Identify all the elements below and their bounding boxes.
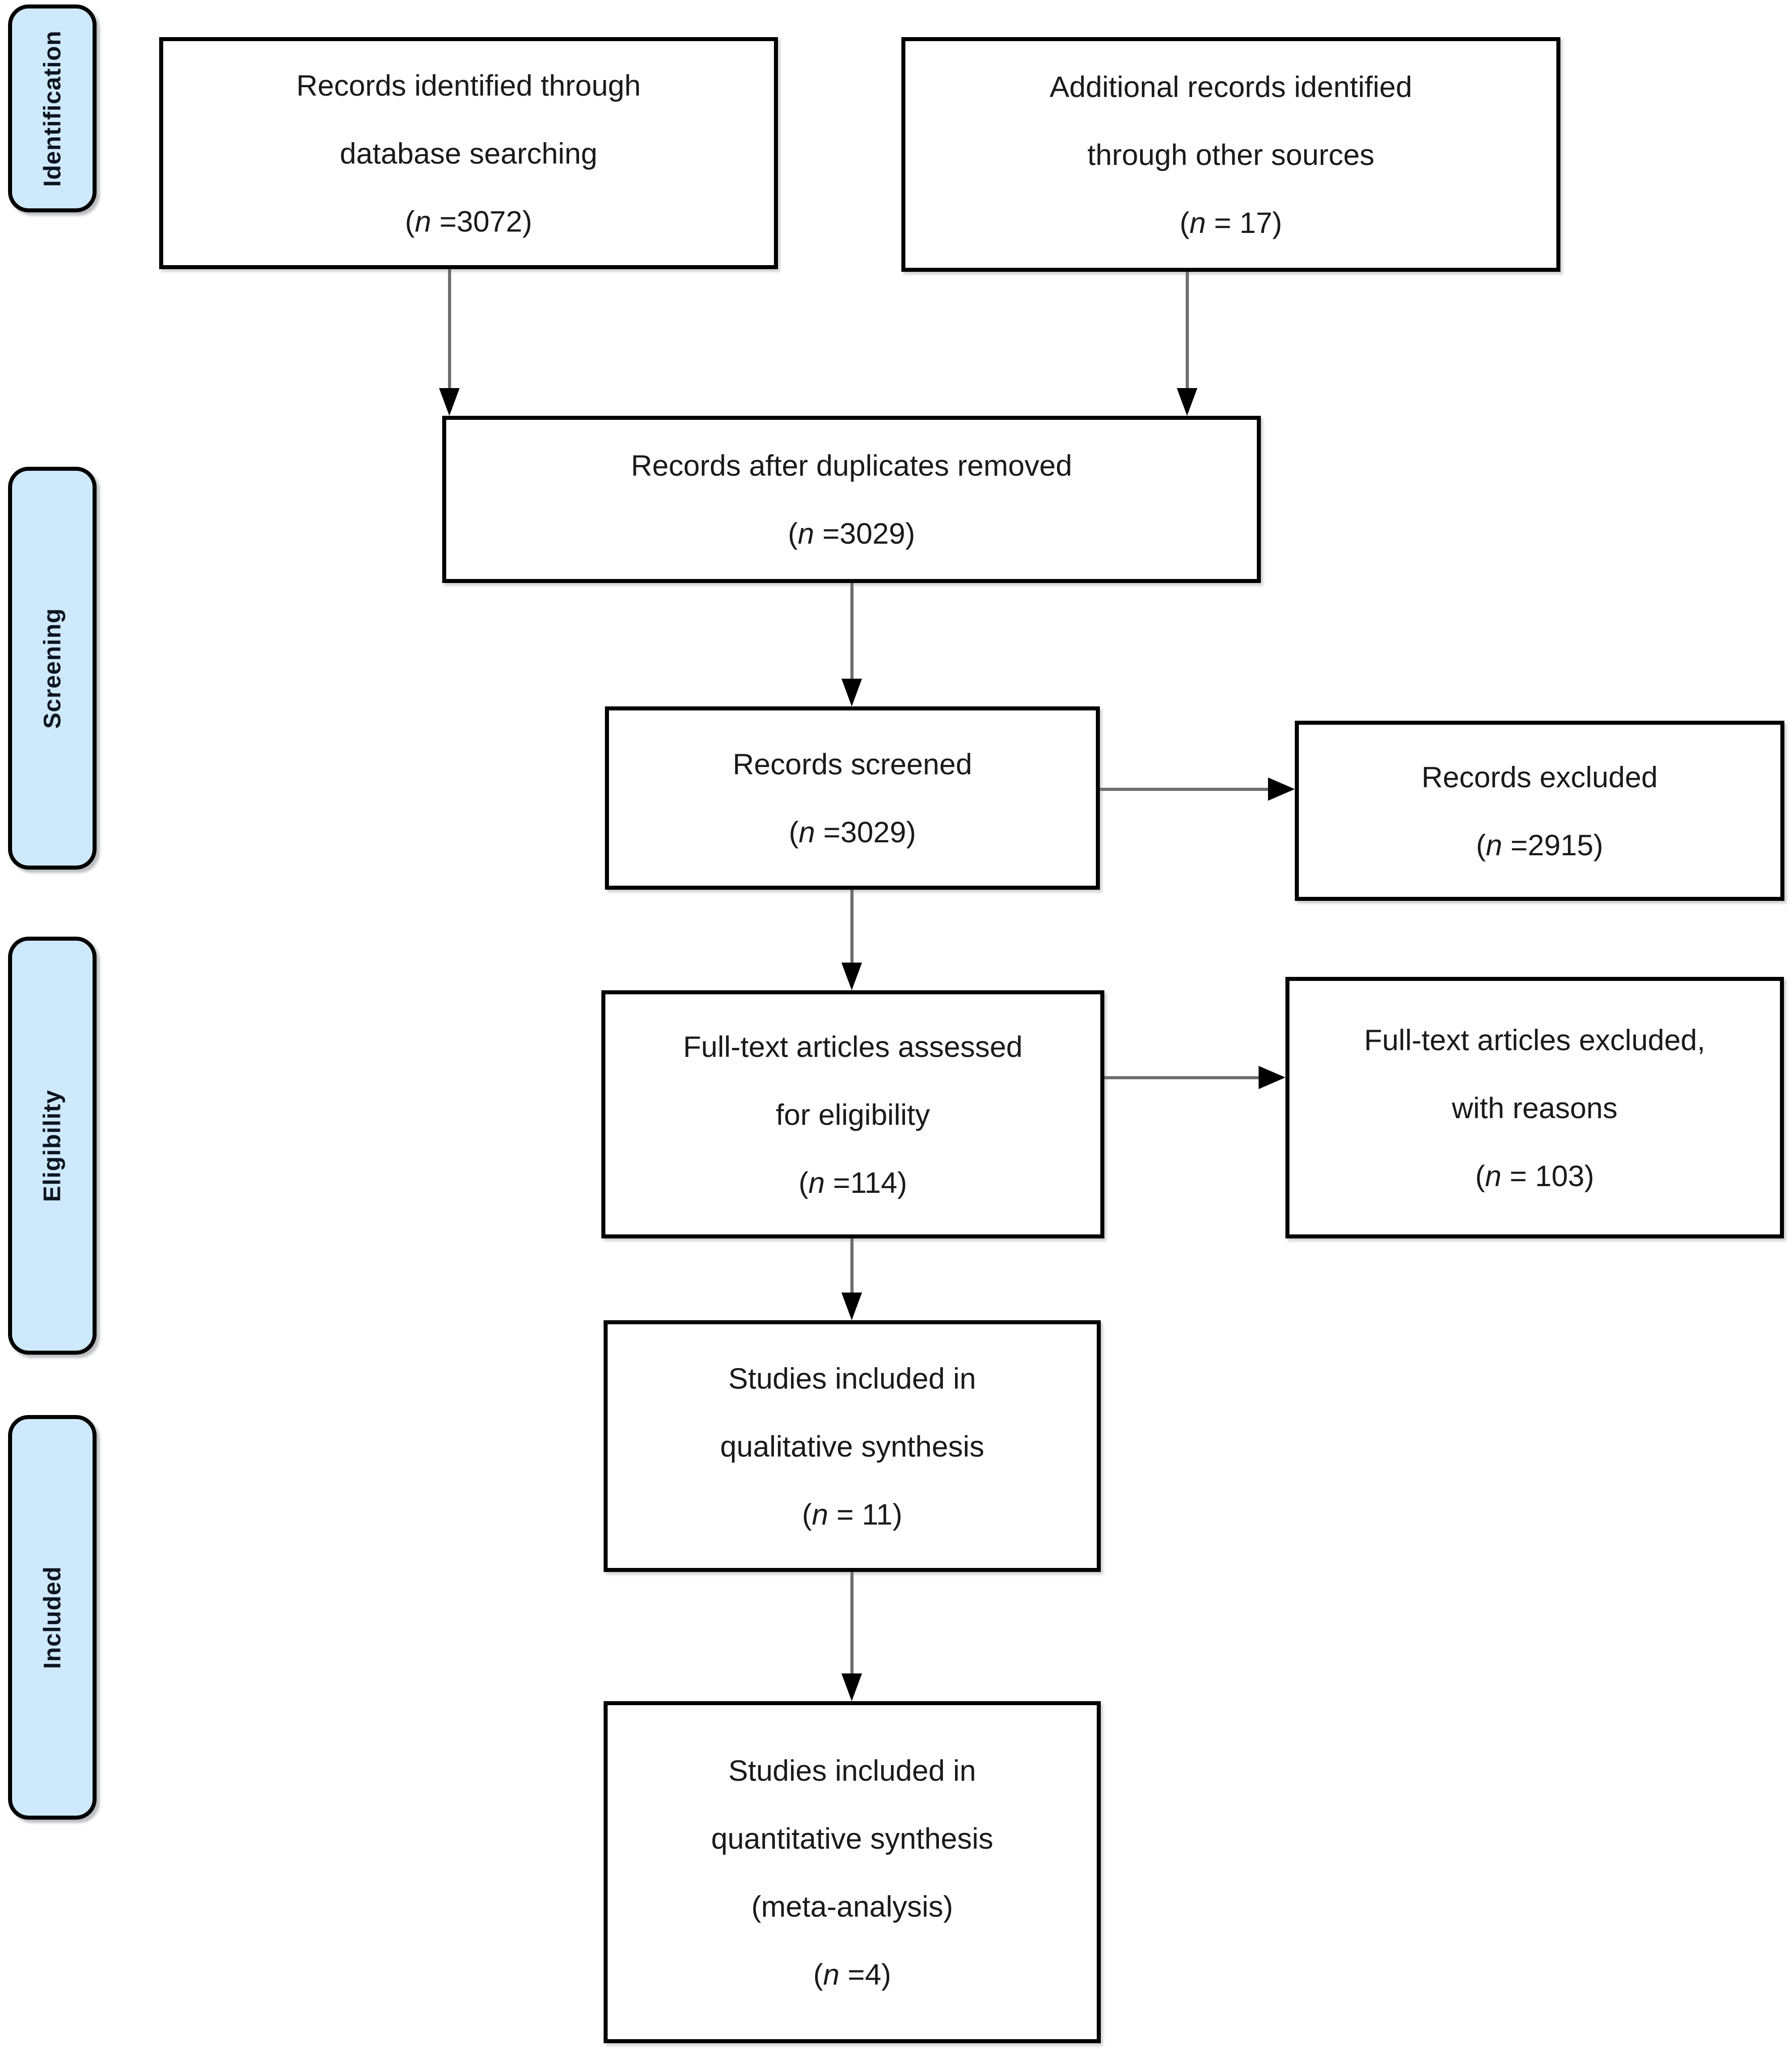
box-text-line: Full-text articles excluded, — [1364, 1023, 1705, 1056]
box-text-line: quantitative synthesis — [711, 1821, 993, 1855]
box-count: (n =2915) — [1476, 828, 1603, 862]
box-text-line: (meta-analysis) — [751, 1889, 953, 1923]
box-text-line: database searching — [339, 136, 598, 170]
box-records-identified: Records identified through database sear… — [159, 37, 778, 269]
box-count: (n = 17) — [1179, 206, 1282, 239]
box-text-line: with reasons — [1452, 1091, 1618, 1124]
connector-fulltext-to-qualitative — [850, 1238, 854, 1295]
box-additional-records: Additional records identified through ot… — [901, 37, 1560, 272]
arrowhead-duplicates-to-screened — [841, 679, 862, 706]
stage-label-identification: Identification — [8, 4, 97, 212]
connector-fulltext-to-excluded — [1104, 1076, 1259, 1079]
connector-identified-to-duplicates — [448, 269, 451, 391]
box-count: (n = 11) — [802, 1497, 903, 1531]
box-text-line: for eligibility — [776, 1098, 930, 1131]
connector-qualitative-to-quantitative — [850, 1572, 854, 1676]
box-count: (n =3072) — [405, 204, 533, 238]
stage-label-text: Identification — [39, 30, 66, 187]
box-count: (n =3029) — [789, 815, 916, 849]
box-text-line: Studies included in — [728, 1753, 976, 1787]
stage-label-included: Included — [8, 1415, 97, 1820]
stage-label-text: Included — [39, 1566, 66, 1669]
box-text-line: Records excluded — [1421, 760, 1658, 794]
box-fulltext-excluded: Full-text articles excluded, with reason… — [1285, 977, 1784, 1238]
stage-label-eligibility: Eligibility — [8, 937, 97, 1355]
arrowhead-screened-to-fulltext — [841, 963, 862, 990]
connector-screened-to-fulltext — [850, 890, 854, 965]
box-text-line: Additional records identified — [1049, 70, 1412, 103]
box-count: (n =4) — [813, 1957, 892, 1991]
box-fulltext-assessed: Full-text articles assessed for eligibil… — [601, 990, 1104, 1238]
box-count: (n =3029) — [788, 517, 915, 550]
arrowhead-identified-to-duplicates — [439, 388, 460, 416]
box-qualitative-synthesis: Studies included in qualitative synthesi… — [604, 1320, 1101, 1572]
arrowhead-fulltext-to-excluded — [1259, 1066, 1285, 1089]
box-quantitative-synthesis: Studies included in quantitative synthes… — [604, 1701, 1101, 2043]
stage-label-text: Screening — [39, 608, 66, 729]
box-text-line: qualitative synthesis — [720, 1429, 985, 1463]
arrowhead-additional-to-duplicates — [1177, 388, 1197, 416]
connector-additional-to-duplicates — [1186, 272, 1189, 391]
connector-duplicates-to-screened — [850, 583, 854, 682]
arrowhead-fulltext-to-qualitative — [841, 1293, 862, 1320]
arrowhead-qualitative-to-quantitative — [841, 1673, 862, 1701]
arrowhead-screened-to-excluded — [1268, 777, 1295, 801]
box-count: (n = 103) — [1475, 1159, 1594, 1192]
box-records-excluded: Records excluded (n =2915) — [1295, 721, 1784, 901]
box-duplicates-removed: Records after duplicates removed (n =302… — [442, 416, 1261, 583]
stage-label-screening: Screening — [8, 467, 97, 870]
box-text-line: Records screened — [732, 748, 972, 781]
stage-label-text: Eligibility — [39, 1089, 66, 1202]
box-text-line: Studies included in — [728, 1361, 976, 1395]
box-text-line: Full-text articles assessed — [683, 1030, 1023, 1063]
box-count: (n =114) — [799, 1166, 907, 1199]
box-text-line: Records identified through — [296, 68, 641, 102]
box-text-line: through other sources — [1087, 138, 1375, 171]
connector-screened-to-excluded — [1100, 788, 1269, 791]
box-text-line: Records after duplicates removed — [631, 449, 1072, 482]
box-records-screened: Records screened (n =3029) — [605, 706, 1100, 890]
